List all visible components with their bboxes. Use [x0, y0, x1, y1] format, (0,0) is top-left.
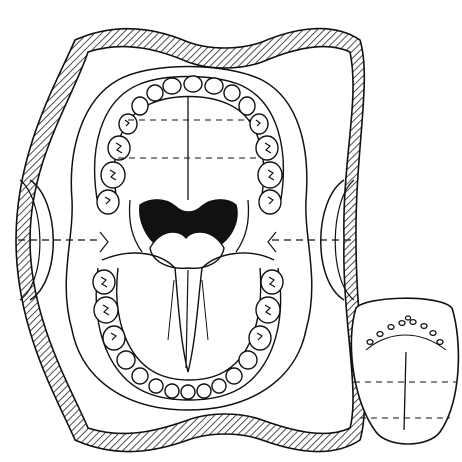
lower-tooth — [226, 368, 242, 384]
upper-tooth — [205, 78, 223, 94]
upper-tooth — [132, 97, 148, 115]
lower-tooth — [181, 385, 195, 399]
lower-tooth — [197, 384, 211, 398]
lower-tooth — [212, 379, 226, 393]
tongue-detail — [351, 298, 458, 444]
upper-tooth — [184, 76, 202, 92]
upper-tooth — [259, 190, 281, 214]
lower-tooth — [149, 379, 163, 393]
lower-tooth — [165, 384, 179, 398]
lower-tooth — [239, 351, 257, 369]
upper-tooth — [224, 85, 240, 101]
upper-tooth — [239, 97, 255, 115]
upper-tooth — [258, 162, 282, 188]
upper-tooth — [256, 136, 278, 160]
upper-tooth — [147, 85, 163, 101]
upper-tooth — [163, 78, 181, 94]
lower-tooth — [117, 351, 135, 369]
lower-tooth — [132, 368, 148, 384]
